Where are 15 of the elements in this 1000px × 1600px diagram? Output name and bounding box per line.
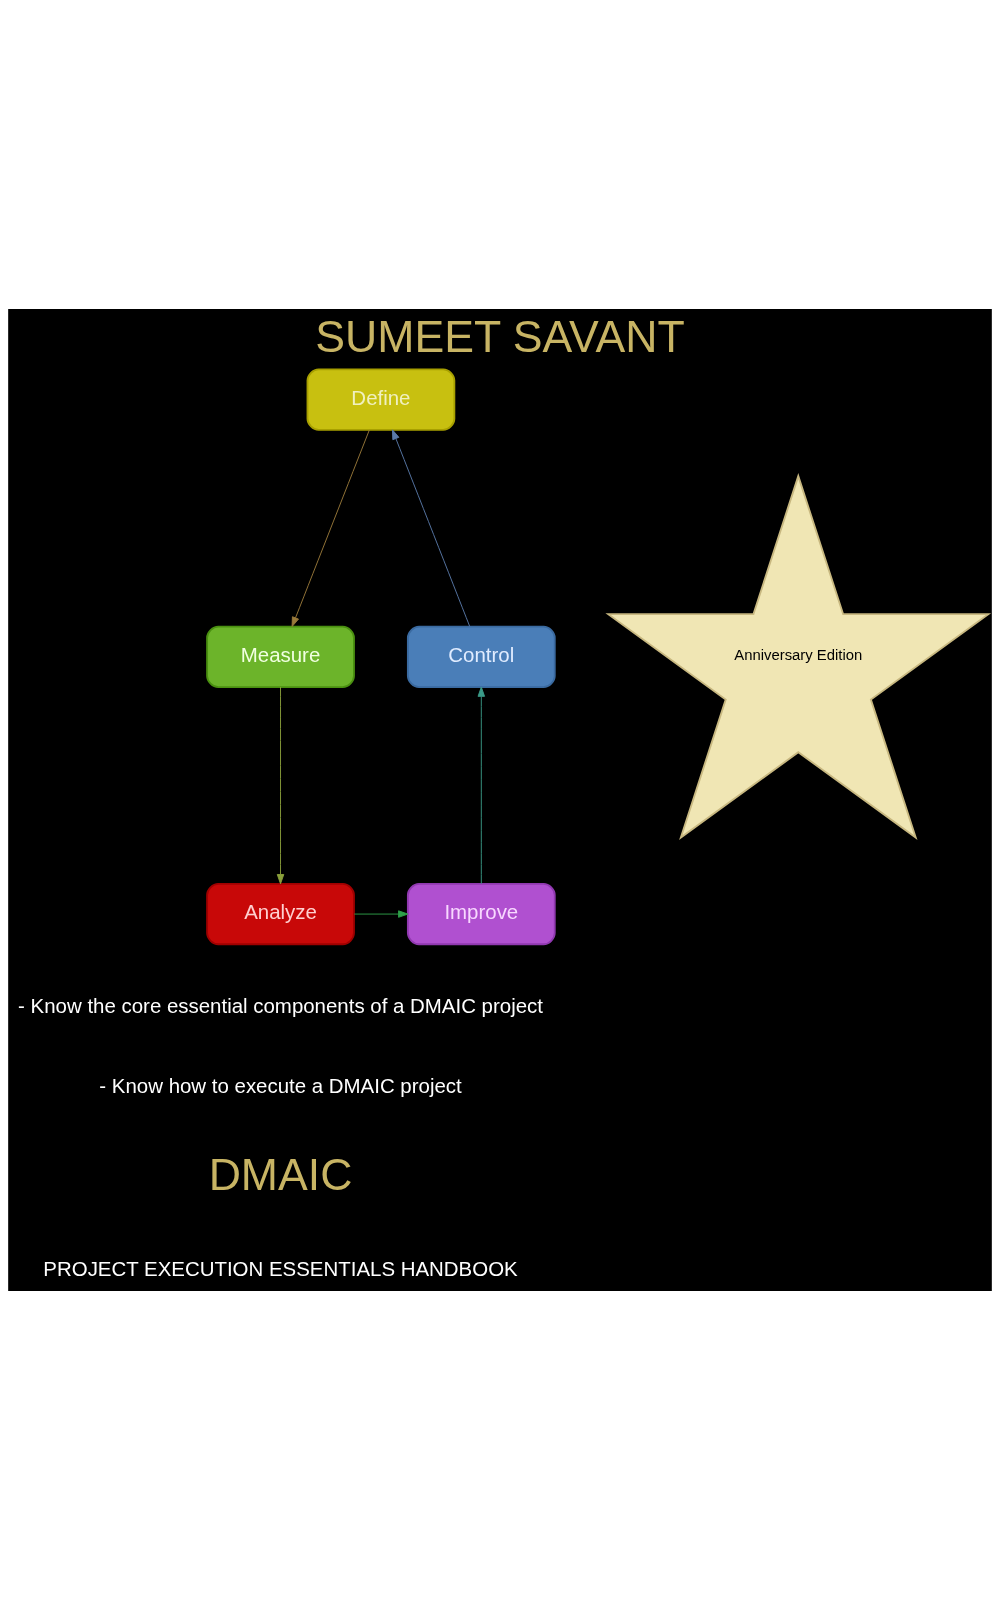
arrow	[276, 686, 285, 885]
arrow	[477, 686, 486, 885]
label: - Know the core essential components of a DMAIC project	[18, 993, 543, 1017]
node-box: Measure	[206, 625, 355, 688]
arrow	[291, 429, 370, 628]
arrow	[353, 910, 409, 918]
node-box: Analyze	[206, 882, 355, 946]
node-box: Define	[306, 368, 456, 431]
diagram-title: SUMEET SAVANT	[315, 312, 685, 362]
label: PROJECT EXECUTION ESSENTIALS HANDBOOK	[43, 1256, 518, 1280]
node-box: Control	[406, 625, 556, 688]
label: - Know how to execute a DMAIC project	[99, 1073, 462, 1097]
label: DMAIC	[208, 1150, 353, 1200]
arrow	[391, 429, 471, 628]
node-box: Improve	[406, 882, 556, 946]
